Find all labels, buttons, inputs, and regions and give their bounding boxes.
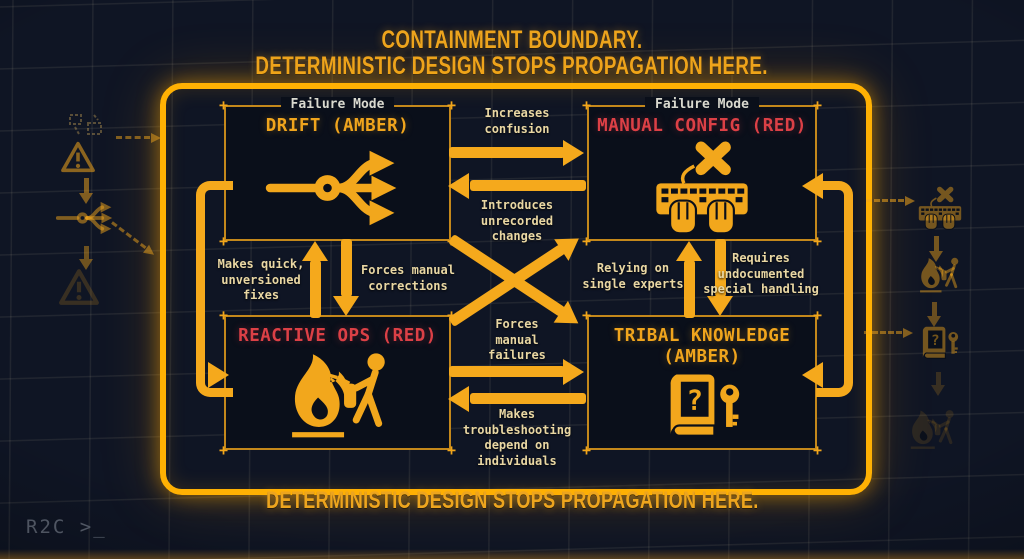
banner-title-line2: DETERMINISTIC DESIGN STOPS PROPAGATION H… <box>0 52 1024 81</box>
arrow-tribal-to-reactive <box>470 393 586 404</box>
firefighting-icon <box>912 256 966 296</box>
down-arrow <box>79 178 93 204</box>
corner-plus-icon: + <box>219 441 229 459</box>
warning-triangle-icon <box>58 268 100 306</box>
node-drift: ++ ++ Failure Mode DRIFT (AMBER) <box>219 97 456 249</box>
footer-title-text: DETERMINISTIC DESIGN STOPS PROPAGATION H… <box>265 487 759 514</box>
arrowhead-left-icon <box>448 173 469 199</box>
down-arrow <box>79 246 93 270</box>
edge-label-troubleshooting: Makes troubleshooting depend on individu… <box>462 407 572 468</box>
edge-label-quick-fixes: Makes quick, unversioned fixes <box>217 257 305 303</box>
dashed-cluster-icon <box>68 112 108 142</box>
failure-mode-legend: Failure Mode <box>645 97 759 112</box>
book-key-icon <box>916 326 962 362</box>
arrow-manual-to-drift <box>470 180 586 191</box>
down-arrow <box>929 236 943 262</box>
arrowhead-left-icon <box>802 173 823 199</box>
down-arrow <box>927 302 941 327</box>
edge-label-manual-corrections: Forces manual corrections <box>361 263 455 293</box>
edge-label-special-handling: Requires undocumented special handling <box>703 251 819 297</box>
watermark-prompt: R2C >_ <box>26 516 107 538</box>
edge-label-introduces-unrecorded: Introduces unrecorded changes <box>480 198 554 244</box>
node-drift-title: DRIFT (AMBER) <box>265 116 410 136</box>
arrowhead-right-icon <box>208 362 229 388</box>
banner-title-line1: CONTAINMENT BOUNDARY. <box>0 26 1024 55</box>
arrow-drift-to-reactive <box>341 239 352 297</box>
node-reactive-ops: ++ ++ REACTIVE OPS (RED) <box>219 308 456 458</box>
node-manual-config: ++ ++ Failure Mode MANUAL CONFIG (RED) <box>582 97 822 249</box>
node-tribal-knowledge: ++ ++ TRIBAL KNOWLEDGE (AMBER) <box>582 308 822 458</box>
arrow-reactive-to-tribal <box>449 366 565 377</box>
keyboard-error-icon <box>646 140 758 237</box>
banner-title-line2-text: DETERMINISTIC DESIGN STOPS PROPAGATION H… <box>255 52 769 80</box>
dashed-arrow-right <box>864 328 913 338</box>
arrowhead-down-icon <box>333 296 359 316</box>
branch-split-icon <box>56 199 118 237</box>
footer-title: DETERMINISTIC DESIGN STOPS PROPAGATION H… <box>0 487 1024 515</box>
dashed-arrow-right <box>116 133 161 143</box>
corner-plus-icon: + <box>812 441 822 459</box>
edge-label-increases-confusion: Increases confusion <box>484 106 550 136</box>
warning-triangle-icon <box>60 141 96 173</box>
node-manual-config-icon-area <box>589 137 815 239</box>
edge-label-single-experts: Relying on single experts <box>582 261 684 291</box>
node-drift-icon-area <box>226 137 449 239</box>
banner-title-line1-text: CONTAINMENT BOUNDARY. <box>381 26 643 54</box>
floor-glow <box>0 549 1024 559</box>
node-reactive-ops-title: REACTIVE OPS (RED) <box>238 326 437 346</box>
node-reactive-ops-icon-area <box>226 347 449 448</box>
arrowhead-right-icon <box>563 140 584 166</box>
arrowhead-left-icon <box>802 362 823 388</box>
firefighting-icon <box>902 408 962 453</box>
firefighting-icon <box>273 349 403 446</box>
branch-split-icon <box>265 144 411 232</box>
edge-label-manual-failures: Forces manual failures <box>488 317 546 363</box>
corner-plus-icon: + <box>812 96 822 114</box>
node-manual-config-title: MANUAL CONFIG (RED) <box>597 116 807 136</box>
down-arrow <box>931 372 945 396</box>
corner-plus-icon: + <box>219 96 229 114</box>
dashed-arrow-right <box>866 196 915 206</box>
book-key-icon <box>657 373 747 443</box>
node-tribal-knowledge-icon-area <box>589 368 815 448</box>
failure-mode-legend: Failure Mode <box>280 97 395 112</box>
arrowhead-down-icon <box>707 296 733 316</box>
node-tribal-knowledge-title: TRIBAL KNOWLEDGE (AMBER) <box>613 326 791 367</box>
arrow-drift-to-manual <box>449 147 565 158</box>
keyboard-error-icon <box>914 186 966 231</box>
